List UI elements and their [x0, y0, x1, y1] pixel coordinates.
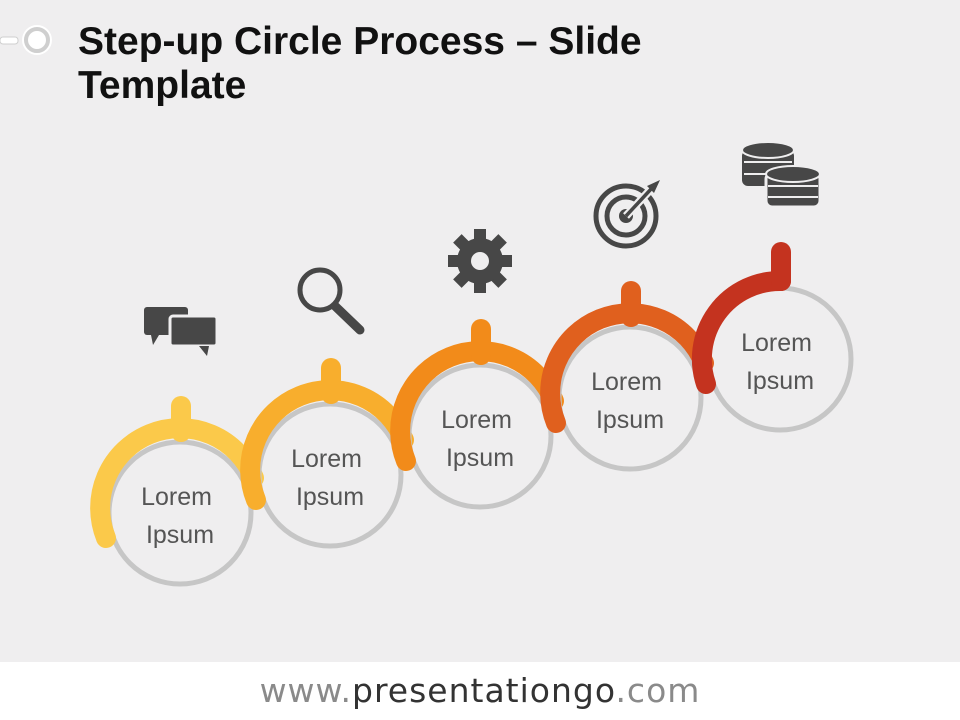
step-up-diagram: Lorem Ipsum Lorem Ipsum [90, 141, 854, 587]
footer-url-suffix: .com [615, 671, 701, 710]
process-steps: Lorem Ipsum Lorem Ipsum [90, 141, 854, 587]
step-5-arc [691, 270, 791, 394]
step-1: Lorem Ipsum [90, 307, 264, 587]
step-4-arc [540, 303, 714, 433]
title-connector-icon [0, 25, 52, 55]
step-3-label-line-2: Ipsum [446, 444, 514, 472]
title-line-2: Template [78, 64, 247, 107]
coins-icon [741, 141, 822, 209]
step-3-label: Lorem Ipsum [441, 406, 519, 472]
slide-canvas: Step-up Circle Process – Slide Template … [0, 0, 960, 662]
step-3-arc [390, 341, 564, 471]
chat-bubbles-icon [144, 307, 219, 356]
target-icon [593, 180, 660, 249]
title-line-1: Step-up Circle Process – Slide [78, 20, 642, 63]
step-1-ring [106, 439, 254, 587]
step-4: Lorem Ipsum [540, 180, 714, 472]
step-2-arc [240, 380, 414, 510]
step-2-label-line-1: Lorem [291, 445, 362, 473]
step-1-label-line-2: Ipsum [146, 521, 214, 549]
step-4-label-line-2: Ipsum [596, 406, 664, 434]
step-1-label-line-1: Lorem [141, 483, 212, 511]
step-2-ring [256, 401, 404, 549]
step-5-label-line-2: Ipsum [746, 367, 814, 395]
step-2-label-line-2: Ipsum [296, 483, 364, 511]
footer-url: www.presentationgo.com [0, 662, 960, 720]
step-5: Lorem Ipsum [691, 141, 854, 433]
step-5-label: Lorem Ipsum [741, 329, 819, 395]
step-4-ring [556, 324, 704, 472]
step-1-arc [90, 418, 264, 548]
step-4-label: Lorem Ipsum [591, 368, 669, 434]
step-3-label-line-1: Lorem [441, 406, 512, 434]
gear-icon [448, 229, 512, 293]
step-3: Lorem Ipsum [390, 229, 564, 510]
step-5-label-line-1: Lorem [741, 329, 812, 357]
step-3-ring [406, 362, 554, 510]
step-1-label: Lorem Ipsum [141, 483, 219, 549]
magnifier-icon [297, 267, 365, 335]
slide-title: Step-up Circle Process – Slide Template [78, 20, 938, 108]
footer-url-prefix: www. [259, 671, 352, 710]
step-2-label: Lorem Ipsum [291, 445, 369, 511]
step-2: Lorem Ipsum [240, 267, 414, 549]
step-4-label-line-1: Lorem [591, 368, 662, 396]
footer-url-brand: presentationgo [352, 671, 616, 710]
